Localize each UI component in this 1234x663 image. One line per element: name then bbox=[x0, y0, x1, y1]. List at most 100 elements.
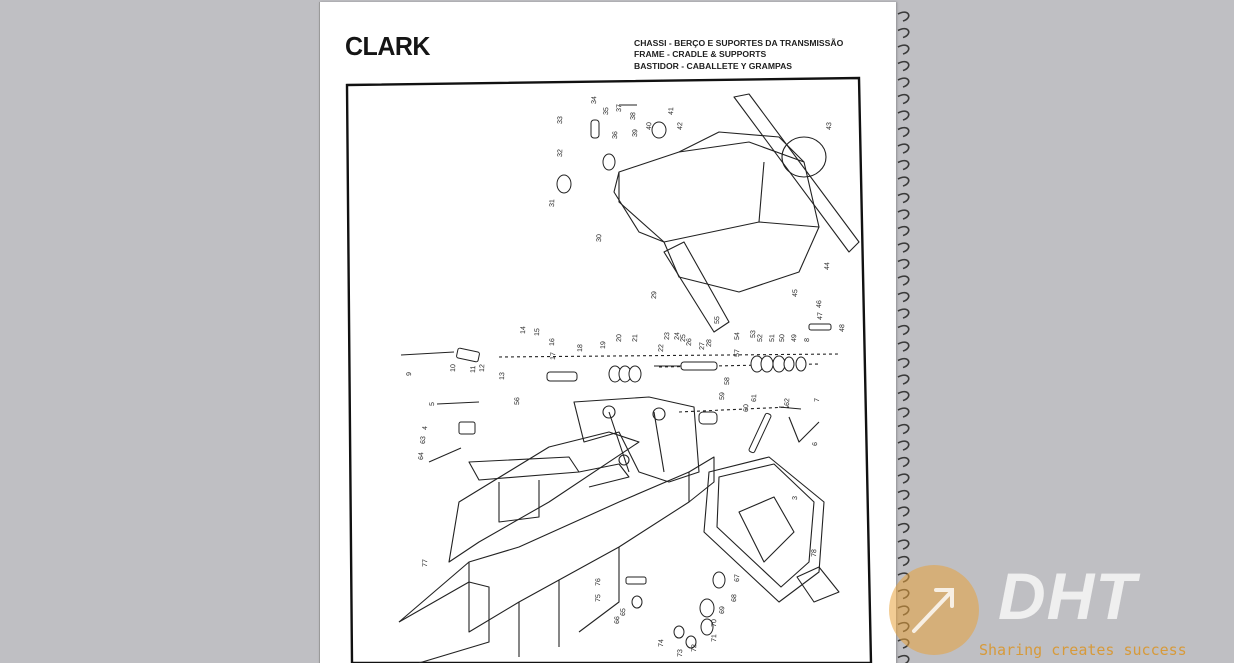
part-callout: 18 bbox=[577, 344, 584, 352]
part-callout: 44 bbox=[824, 262, 831, 270]
watermark-tagline: Sharing creates success bbox=[979, 641, 1187, 659]
part-callout: 11 bbox=[470, 365, 477, 373]
part-callout: 63 bbox=[420, 436, 427, 444]
spiral-coil bbox=[897, 357, 910, 369]
part-callout: 37 bbox=[616, 104, 623, 112]
frame-rail-left bbox=[448, 431, 640, 563]
part-callout: 54 bbox=[734, 332, 741, 340]
spiral-coil bbox=[897, 341, 910, 352]
part-callout: 53 bbox=[750, 330, 757, 338]
spiral-coil bbox=[897, 506, 910, 517]
part-callout: 16 bbox=[549, 338, 556, 346]
part-callout: 50 bbox=[779, 334, 786, 342]
spiral-coil bbox=[897, 324, 910, 336]
part-callout: 76 bbox=[595, 578, 602, 586]
part-callout: 48 bbox=[839, 324, 846, 332]
spiral-coil bbox=[897, 275, 910, 286]
exploded-parts-diagram: 3334353738394041424332363130294445464748… bbox=[345, 76, 873, 663]
spiral-coil bbox=[897, 308, 910, 319]
spiral-coil bbox=[897, 60, 910, 72]
spiral-coil bbox=[897, 539, 910, 550]
spiral-coil bbox=[897, 291, 910, 303]
cross-beam bbox=[468, 456, 580, 481]
part-callout: 32 bbox=[557, 149, 564, 157]
title-portuguese: CHASSI - BERÇO E SUPORTES DA TRANSMISSÃO bbox=[634, 38, 844, 48]
part-callout: 73 bbox=[677, 649, 684, 657]
part-callout: 15 bbox=[534, 328, 541, 336]
part-callout: 27 bbox=[699, 342, 706, 350]
part-callout: 26 bbox=[686, 338, 693, 346]
spiral-coil bbox=[897, 225, 910, 237]
part-callout: 25 bbox=[680, 334, 687, 342]
part-callout: 49 bbox=[791, 334, 798, 342]
part-callout: 38 bbox=[630, 112, 637, 120]
spiral-coil bbox=[897, 555, 910, 567]
part-callout: 20 bbox=[616, 334, 623, 342]
clark-logo: CLARK bbox=[345, 32, 431, 62]
part-callout: 4 bbox=[422, 426, 429, 430]
part-callout: 67 bbox=[734, 574, 741, 582]
part-callout: 30 bbox=[596, 234, 603, 242]
part-callout: 35 bbox=[603, 107, 610, 115]
spiral-coil bbox=[897, 374, 910, 385]
watermark-brand: DHT bbox=[998, 559, 1137, 633]
part-callout: 23 bbox=[664, 332, 671, 340]
part-callout: 72 bbox=[691, 644, 698, 652]
spiral-coil bbox=[897, 473, 910, 484]
spiral-coil bbox=[897, 423, 910, 435]
watermark-logo bbox=[889, 565, 979, 655]
part-callout: 34 bbox=[591, 96, 598, 104]
part-callout: 24 bbox=[674, 332, 681, 340]
part-callout: 3 bbox=[792, 496, 799, 500]
part-callout: 5 bbox=[429, 402, 436, 406]
title-spanish: BASTIDOR - CABALLETE Y GRAMPAS bbox=[634, 60, 793, 71]
part-callout: 41 bbox=[668, 107, 675, 115]
part-callout: 71 bbox=[711, 634, 718, 642]
support-plate bbox=[703, 456, 825, 603]
part-callout: 64 bbox=[418, 452, 425, 460]
spiral-coil bbox=[897, 192, 910, 204]
part-callout: 45 bbox=[792, 289, 799, 297]
spiral-coil bbox=[897, 44, 910, 55]
part-callout: 62 bbox=[784, 398, 791, 406]
spiral-coil bbox=[897, 93, 910, 105]
watermark-arrow-icon bbox=[912, 588, 954, 633]
spiral-coil bbox=[897, 522, 910, 534]
part-callout: 78 bbox=[811, 549, 818, 557]
part-callout: 55 bbox=[714, 316, 721, 324]
part-callout: 6 bbox=[812, 442, 819, 446]
spiral-coil bbox=[897, 242, 910, 253]
part-callout: 52 bbox=[757, 334, 764, 342]
part-callout: 47 bbox=[817, 312, 824, 320]
spiral-coil bbox=[897, 159, 910, 171]
part-callout: 66 bbox=[614, 616, 621, 624]
part-callout: 31 bbox=[549, 199, 556, 207]
part-callout: 75 bbox=[595, 594, 602, 602]
title-english: FRAME - CRADLE & SUPPORTS bbox=[634, 49, 767, 60]
frame-rail-body bbox=[468, 471, 690, 633]
part-callout: 12 bbox=[479, 364, 486, 372]
spiral-coil bbox=[897, 489, 910, 501]
part-callout: 59 bbox=[719, 392, 726, 400]
dome-cover bbox=[781, 136, 827, 178]
spiral-coil bbox=[897, 176, 910, 187]
page-title-block: CHASSI - BERÇO E SUPORTES DA TRANSMISSÃO… bbox=[634, 38, 843, 72]
spiral-coil bbox=[897, 407, 910, 418]
part-callout: 29 bbox=[651, 291, 658, 299]
spiral-coil bbox=[897, 654, 910, 663]
spiral-coil bbox=[897, 258, 910, 270]
spiral-coil bbox=[897, 456, 910, 468]
spiral-coil bbox=[897, 143, 910, 154]
part-callout: 69 bbox=[719, 606, 726, 614]
part-callout: 36 bbox=[612, 131, 619, 139]
part-callout: 13 bbox=[499, 372, 506, 380]
part-callout: 10 bbox=[450, 364, 457, 372]
part-callout: 51 bbox=[769, 334, 776, 342]
part-callout: 43 bbox=[826, 122, 833, 130]
spiral-coil bbox=[897, 77, 910, 88]
part-callout: 7 bbox=[814, 398, 821, 402]
spiral-coil bbox=[897, 27, 910, 39]
part-callout: 17 bbox=[550, 352, 557, 360]
part-callout: 33 bbox=[557, 116, 564, 124]
